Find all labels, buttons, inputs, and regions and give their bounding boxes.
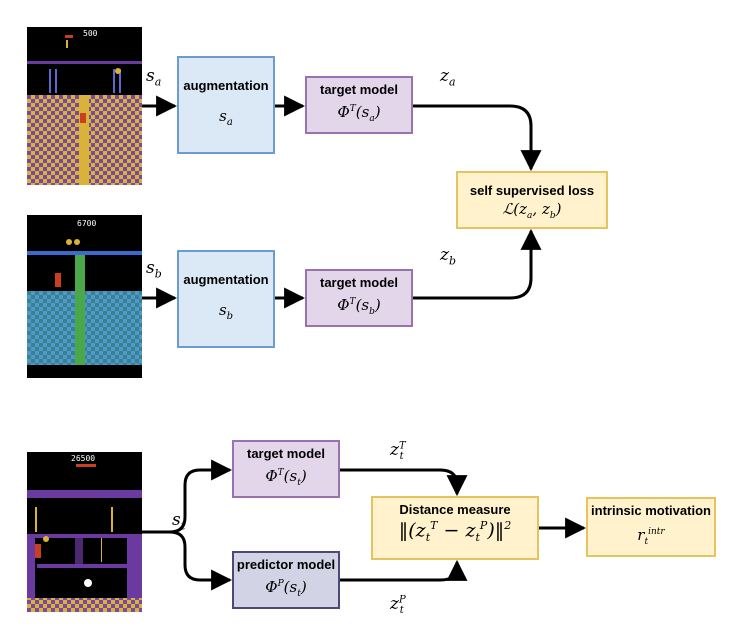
game-screenshot-t: 26500 xyxy=(27,452,142,612)
predictor-model-formula: ΦP(st) xyxy=(265,578,307,599)
input-label-sb: sb xyxy=(146,258,162,281)
output-label-zP: zPt xyxy=(390,594,406,617)
arrow-target-a-to-loss xyxy=(413,104,542,172)
intrinsic-motivation-box: intrinsic motivation rtintr xyxy=(586,497,716,557)
output-label-zb: zb xyxy=(440,245,457,268)
distance-measure-title: Distance measure xyxy=(399,502,511,517)
predictor-model-box: predictor model ΦP(st) xyxy=(232,551,340,609)
target-model-title-b: target model xyxy=(319,275,398,290)
game-screenshot-a: 500 xyxy=(27,27,142,185)
output-label-za: za xyxy=(440,66,456,89)
target-model-formula-a: ΦT(sa) xyxy=(337,103,381,124)
game-screenshot-t-art xyxy=(27,464,142,612)
target-model-box-b: target model ΦT(sb) xyxy=(305,269,413,327)
distance-measure-box: Distance measure ‖(ztT − ztP)‖2 xyxy=(371,496,539,560)
intrinsic-motivation-formula: rtintr xyxy=(637,526,665,547)
arrow-predictor-to-distance xyxy=(340,559,468,582)
game-screenshot-b: 6700 xyxy=(27,215,142,378)
game-a-score: 500 xyxy=(83,29,98,38)
game-b-score: 6700 xyxy=(77,219,97,228)
game-screenshot-b-art xyxy=(27,239,142,365)
distance-measure-formula: ‖(ztT − ztP)‖2 xyxy=(398,519,512,545)
target-model-title-t: target model xyxy=(246,446,325,461)
predictor-model-title: predictor model xyxy=(236,557,336,572)
target-model-box-a: target model ΦT(sa) xyxy=(305,76,413,134)
self-supervised-loss-box: self supervised loss ℒ(za, zb) xyxy=(456,171,608,229)
loss-formula: ℒ(za, zb) xyxy=(502,200,562,221)
augmentation-box-b: augmentation sb xyxy=(177,250,275,348)
arrow-st-split xyxy=(142,468,230,534)
augmentation-title-a: augmentation xyxy=(183,78,269,93)
game-t-score: 26500 xyxy=(71,454,96,463)
arrow-target-b-to-loss xyxy=(413,228,542,300)
target-model-formula-b: ΦT(sb) xyxy=(337,296,381,317)
arrow-target-t-to-distance xyxy=(340,468,468,497)
augmentation-var-a: sa xyxy=(219,107,233,128)
target-model-formula-t: ΦT(st) xyxy=(265,467,307,488)
augmentation-var-b: sb xyxy=(218,301,234,322)
input-label-sa: sa xyxy=(146,66,162,89)
augmentation-title-b: augmentation xyxy=(183,272,269,287)
output-label-zT: zTt xyxy=(390,440,406,463)
target-model-title-a: target model xyxy=(319,82,398,97)
target-model-box-t: target model ΦT(st) xyxy=(232,440,340,498)
loss-title: self supervised loss xyxy=(469,183,595,198)
arrow-st-to-predictor xyxy=(169,530,233,591)
game-screenshot-a-art xyxy=(27,35,142,185)
augmentation-box-a: augmentation sa xyxy=(177,56,275,154)
intrinsic-motivation-title: intrinsic motivation xyxy=(591,503,711,518)
